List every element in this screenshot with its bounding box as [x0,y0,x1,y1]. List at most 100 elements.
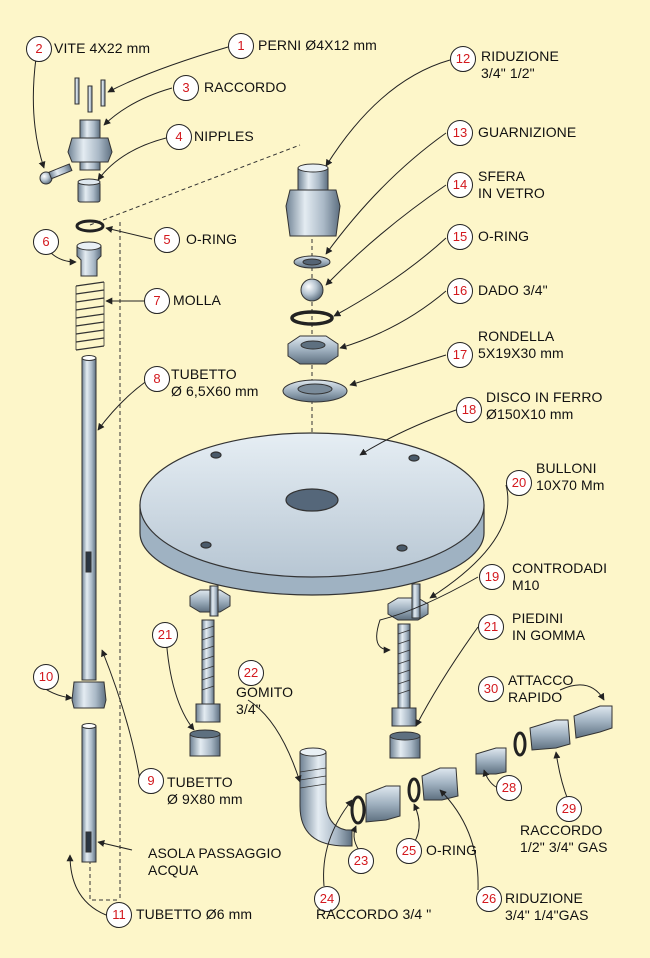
callout-label-line: 3/4" 1/4"GAS [505,907,589,923]
callout-label-line: TUBETTO [171,366,237,382]
callout-number-22: 22 [238,660,264,686]
pins-part [74,77,106,113]
callout-label-line: Ø 6,5X60 mm [171,383,259,399]
callout-label-line: 3/4" [236,701,261,717]
callout-number-7: 7 [144,288,170,314]
callout-label-line: M10 [512,577,540,593]
raccordo-part [67,119,113,171]
callout-label-line: SFERA [478,168,526,184]
o-ring-5 [75,219,105,233]
callout-label-line: RACCORDO [520,822,603,838]
callout-label-line: RAPIDO [508,689,563,705]
reduction-12 [285,163,341,237]
callout-number-12: 12 [450,46,476,72]
callout-number-16: 16 [447,278,473,304]
callout-label-24: RACCORDO 3/4 " [316,906,431,923]
washer-17 [282,379,348,403]
callout-label-line: TUBETTO [167,774,233,790]
fitting-row [350,705,613,825]
callout-number-2: 2 [26,36,52,62]
callout-label-line: BULLONI [536,460,597,476]
callout-label-4: NIPPLES [194,128,254,145]
callout-label-line: GOMITO [236,684,294,700]
callout-number-1: 1 [228,33,254,59]
callout-number-21: 21 [478,614,504,640]
callout-label-line: RIDUZIONE [505,890,583,906]
callout-label-line: 10X70 Mm [536,477,605,493]
callout-number-10: 10 [33,664,59,690]
slot-label-line: ACQUA [148,862,199,878]
callout-number-29: 29 [556,796,582,822]
callout-label-line: ATTACCO [508,672,574,688]
callout-number-23: 23 [348,848,374,874]
callout-label-25: O-RING [426,842,477,859]
callout-label-line: GUARNIZIONE [478,124,577,140]
callout-number-26: 26 [476,886,502,912]
callout-label-line: TUBETTO Ø6 mm [136,906,253,922]
rubber-feet [189,729,421,759]
callout-label-line: Ø 9X80 mm [167,791,243,807]
callout-number-28: 28 [496,775,522,801]
slot-label-line: ASOLA PASSAGGIO [148,845,282,861]
callout-number-14: 14 [447,172,473,198]
callout-label-line: IN VETRO [478,185,545,201]
callout-number-17: 17 [447,342,473,368]
nut-10 [71,681,107,709]
callout-number-4: 4 [166,124,192,150]
nipples-part [77,178,101,203]
tube-8 [81,355,97,681]
callout-label-line: MOLLA [173,292,221,308]
callout-number-20: 20 [506,470,532,496]
callout-number-15: 15 [447,224,473,250]
callout-label-line: RONDELLA [478,328,555,344]
glass-ball-14 [300,278,324,302]
callout-number-8: 8 [144,366,170,392]
callout-label-16: DADO 3/4" [478,282,548,299]
callout-number-3: 3 [173,75,199,101]
callout-label-11: TUBETTO Ø6 mm [136,906,252,923]
callout-label-line: PIEDINI [512,610,564,626]
callout-label-3: RACCORDO [204,79,286,96]
callout-number-6: 6 [33,229,59,255]
callout-label-2: VITE 4X22 mm [54,40,150,57]
callout-label-line: IN GOMMA [512,627,586,643]
callout-label-line: RACCORDO 3/4 " [316,906,432,922]
callout-number-9: 9 [138,768,164,794]
spring-7 [75,281,105,351]
leader-lines [32,46,605,916]
callout-number-21b: 21 [152,622,178,648]
callout-label-line: O-RING [186,231,238,247]
callout-number-25: 25 [396,838,422,864]
callout-label-line: NIPPLES [194,128,254,144]
callout-number-13: 13 [447,120,473,146]
callout-label-7: MOLLA [173,292,221,309]
gasket-13 [293,255,331,269]
callout-label-line: 3/4" 1/2" [481,65,535,81]
callout-label-1: PERNI Ø4X12 mm [258,37,377,54]
callout-label-5: O-RING [186,231,237,248]
screw-part [39,163,73,185]
callout-number-5: 5 [154,227,180,253]
callout-label-line: VITE 4X22 mm [54,40,151,56]
callout-label-line: RIDUZIONE [481,48,559,64]
callout-label-line: CONTRODADI [512,560,608,576]
bushing-6 [76,241,102,277]
callout-number-11: 11 [106,902,132,928]
callout-number-19: 19 [479,564,505,590]
callout-label-line: O-RING [426,842,478,858]
callout-number-24: 24 [314,886,340,912]
callout-label-line: PERNI Ø4X12 mm [258,37,377,53]
